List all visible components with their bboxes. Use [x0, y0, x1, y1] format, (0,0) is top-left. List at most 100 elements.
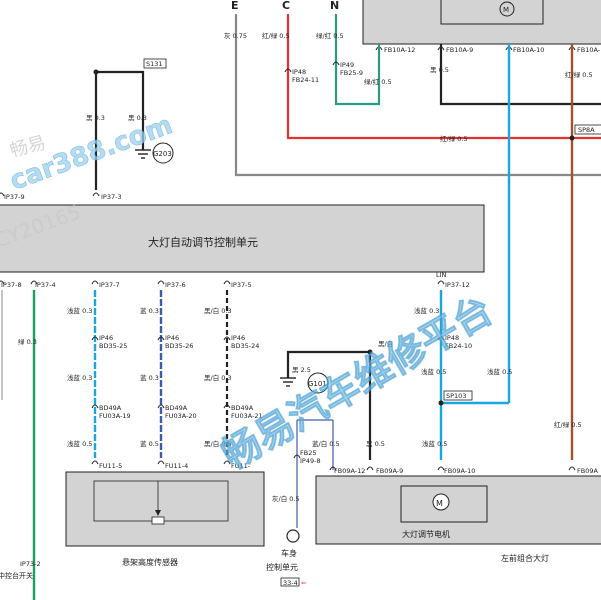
svg-text:IP49: IP49 [340, 61, 354, 69]
connector-ip73-2: IP73-2 [20, 560, 41, 568]
headlamp-control-unit-box [0, 204, 485, 273]
svg-text:IP37-5: IP37-5 [231, 281, 252, 289]
svg-text:FB10A-12: FB10A-12 [384, 46, 415, 54]
ground-g203-label: G203 [153, 150, 172, 158]
lin-blue-label-3: 浅蓝 0.5 [487, 367, 512, 376]
pin-fb10a-10: FB10A-10 [505, 46, 544, 54]
svg-text:FB09A-12: FB09A-12 [334, 467, 365, 475]
headlamp-motor-symbol: M [436, 499, 443, 508]
body-controller-terminal [286, 529, 300, 543]
w2-label-7: 蓝 0.5 [140, 439, 159, 448]
w3-label-7: 黑/白 0.5 [204, 439, 232, 448]
svg-text:IP37-9: IP37-9 [4, 193, 25, 201]
terminal-e-label: E [231, 0, 239, 12]
w1-label-8: FU11-5 [99, 462, 122, 470]
red-green-label-right: 红/绿 0.5 [565, 70, 593, 79]
pin-ip37-5: IP37-5 [223, 280, 252, 289]
w2-label-8: FU11-4 [165, 462, 188, 470]
green-red-wire-label: 绿/红 0.5 [316, 31, 344, 40]
svg-text:FB24-11: FB24-11 [292, 76, 319, 84]
pin-ip37-8: IP37-8 [0, 280, 22, 289]
black-wire-label-2: 黑 0.3 [128, 114, 147, 122]
black-wire-g203 [96, 70, 145, 150]
red-wire-c [286, 14, 601, 140]
pin-fu11 [223, 460, 231, 465]
body-controller-label-1: 车身 [281, 548, 297, 558]
black-05-label: 黑 0.5 [366, 440, 385, 448]
black-25-label: 黑 2.5 [292, 366, 311, 374]
ground-g203-icon [135, 142, 174, 164]
w3-label-6: FU03A-21 [231, 412, 263, 420]
terminal-c-label: C [282, 0, 290, 12]
control-unit-title: 大灯自动调节控制单元 [148, 235, 258, 249]
lin-blue-label-1: 浅蓝 0.3 [414, 306, 439, 315]
svg-text:FB25-9: FB25-9 [340, 69, 363, 77]
body-controller-ref: 33-4 [283, 579, 298, 587]
svg-text:FB10A-: FB10A- [577, 46, 601, 54]
svg-text:FB10A-10: FB10A-10 [513, 46, 544, 54]
connector-ip49-top: IP49 FB25-9 [332, 61, 363, 77]
left-front-headlamp-label: 左前组合大灯 [501, 553, 549, 563]
wire-light-blue-sensor [91, 290, 99, 458]
svg-text:FB25: FB25 [300, 449, 316, 457]
top-motor-frame [440, 0, 544, 25]
svg-text:畅易汽车维修平台: 畅易汽车维修平台 [215, 288, 500, 478]
svg-text:FB09A-9: FB09A-9 [376, 467, 403, 475]
splice-s131-tag [143, 58, 167, 69]
svg-text:IP37-6: IP37-6 [165, 281, 186, 289]
lin-blue-label-2: 浅蓝 0.5 [421, 367, 446, 376]
pin-ip37-6: IP37-6 [157, 280, 186, 289]
red-green-wire-label: 红/绿 0.5 [262, 31, 290, 40]
black-wire-g101 [286, 350, 372, 460]
splice-sp103-label: SP103 [446, 392, 466, 400]
wire-blue-sensor [157, 290, 165, 458]
green-wire-label-left: 绿 0.3 [18, 337, 37, 346]
blue-white-label: 蓝/白 0.5 [312, 439, 340, 448]
pin-fb09a-right: FB09A [568, 466, 598, 475]
pin-fu11-5 [91, 460, 99, 465]
splice-sp103-tag [443, 390, 473, 401]
w1-label-1: 浅蓝 0.3 [67, 306, 92, 315]
svg-text:IP48: IP48 [445, 334, 459, 342]
lin-label: LIN [436, 271, 447, 279]
svg-text:IP37-12: IP37-12 [445, 281, 470, 289]
w3-label-5: BD49A [231, 404, 254, 412]
pin-fb09a-12: FB09A-12 [329, 466, 365, 475]
w3-label-4: 黑/白 0.3 [204, 373, 232, 382]
splice-s131-dot [93, 69, 99, 75]
w2-label-6: FU03A-20 [165, 412, 197, 420]
svg-text:IP37-7: IP37-7 [99, 281, 120, 289]
w1-label-6: FU03A-19 [99, 412, 131, 420]
grey-wire-e [234, 14, 601, 177]
w1-label-3: BD35-25 [99, 342, 127, 350]
svg-text:SP8A: SP8A [578, 126, 595, 134]
svg-text:IP48: IP48 [292, 68, 306, 76]
pin-fb25: FB25 IP49-8 [293, 449, 321, 465]
red-wire-label: 红/绿 0.5 [440, 134, 468, 143]
svg-text:FB10A-9: FB10A-9 [446, 46, 473, 54]
suspension-height-sensor-box [65, 471, 265, 547]
w1-label-5: BD49A [99, 404, 122, 412]
pin-ip37-9: IP37-9 [0, 192, 25, 201]
w1-label-4: 浅蓝 0.3 [67, 373, 92, 382]
ground-g101-icon [280, 372, 329, 394]
svg-text:IP37-3: IP37-3 [101, 193, 122, 201]
pin-fb09a-9: FB09A-9 [366, 466, 403, 475]
body-controller-ref-box [280, 577, 300, 587]
w2-label-5: BD49A [165, 404, 188, 412]
gray-wire-label: 灰 0.75 [224, 31, 247, 40]
svg-text:FB09A-10: FB09A-10 [444, 467, 475, 475]
pin-ip37-12: IP37-12 [437, 280, 470, 289]
w3-label-3: BD35-24 [231, 342, 259, 350]
splice-sp103-dot [438, 400, 444, 406]
lin-blue-label-4: 浅蓝 0.5 [422, 439, 447, 448]
ground-g101-label: G101 [308, 380, 327, 388]
pin-ip37-4: IP37-4 [30, 280, 56, 289]
sensor-potentiometer [93, 480, 229, 525]
suspension-sensor-label: 悬架高度传感器 [122, 557, 178, 567]
pin-fb10a-9: FB10A-9 [437, 46, 473, 54]
teal-wire-n [334, 14, 381, 106]
w1-label-7: 浅蓝 0.5 [67, 439, 92, 448]
ref-arrow-icon: ⇐ [301, 579, 307, 587]
